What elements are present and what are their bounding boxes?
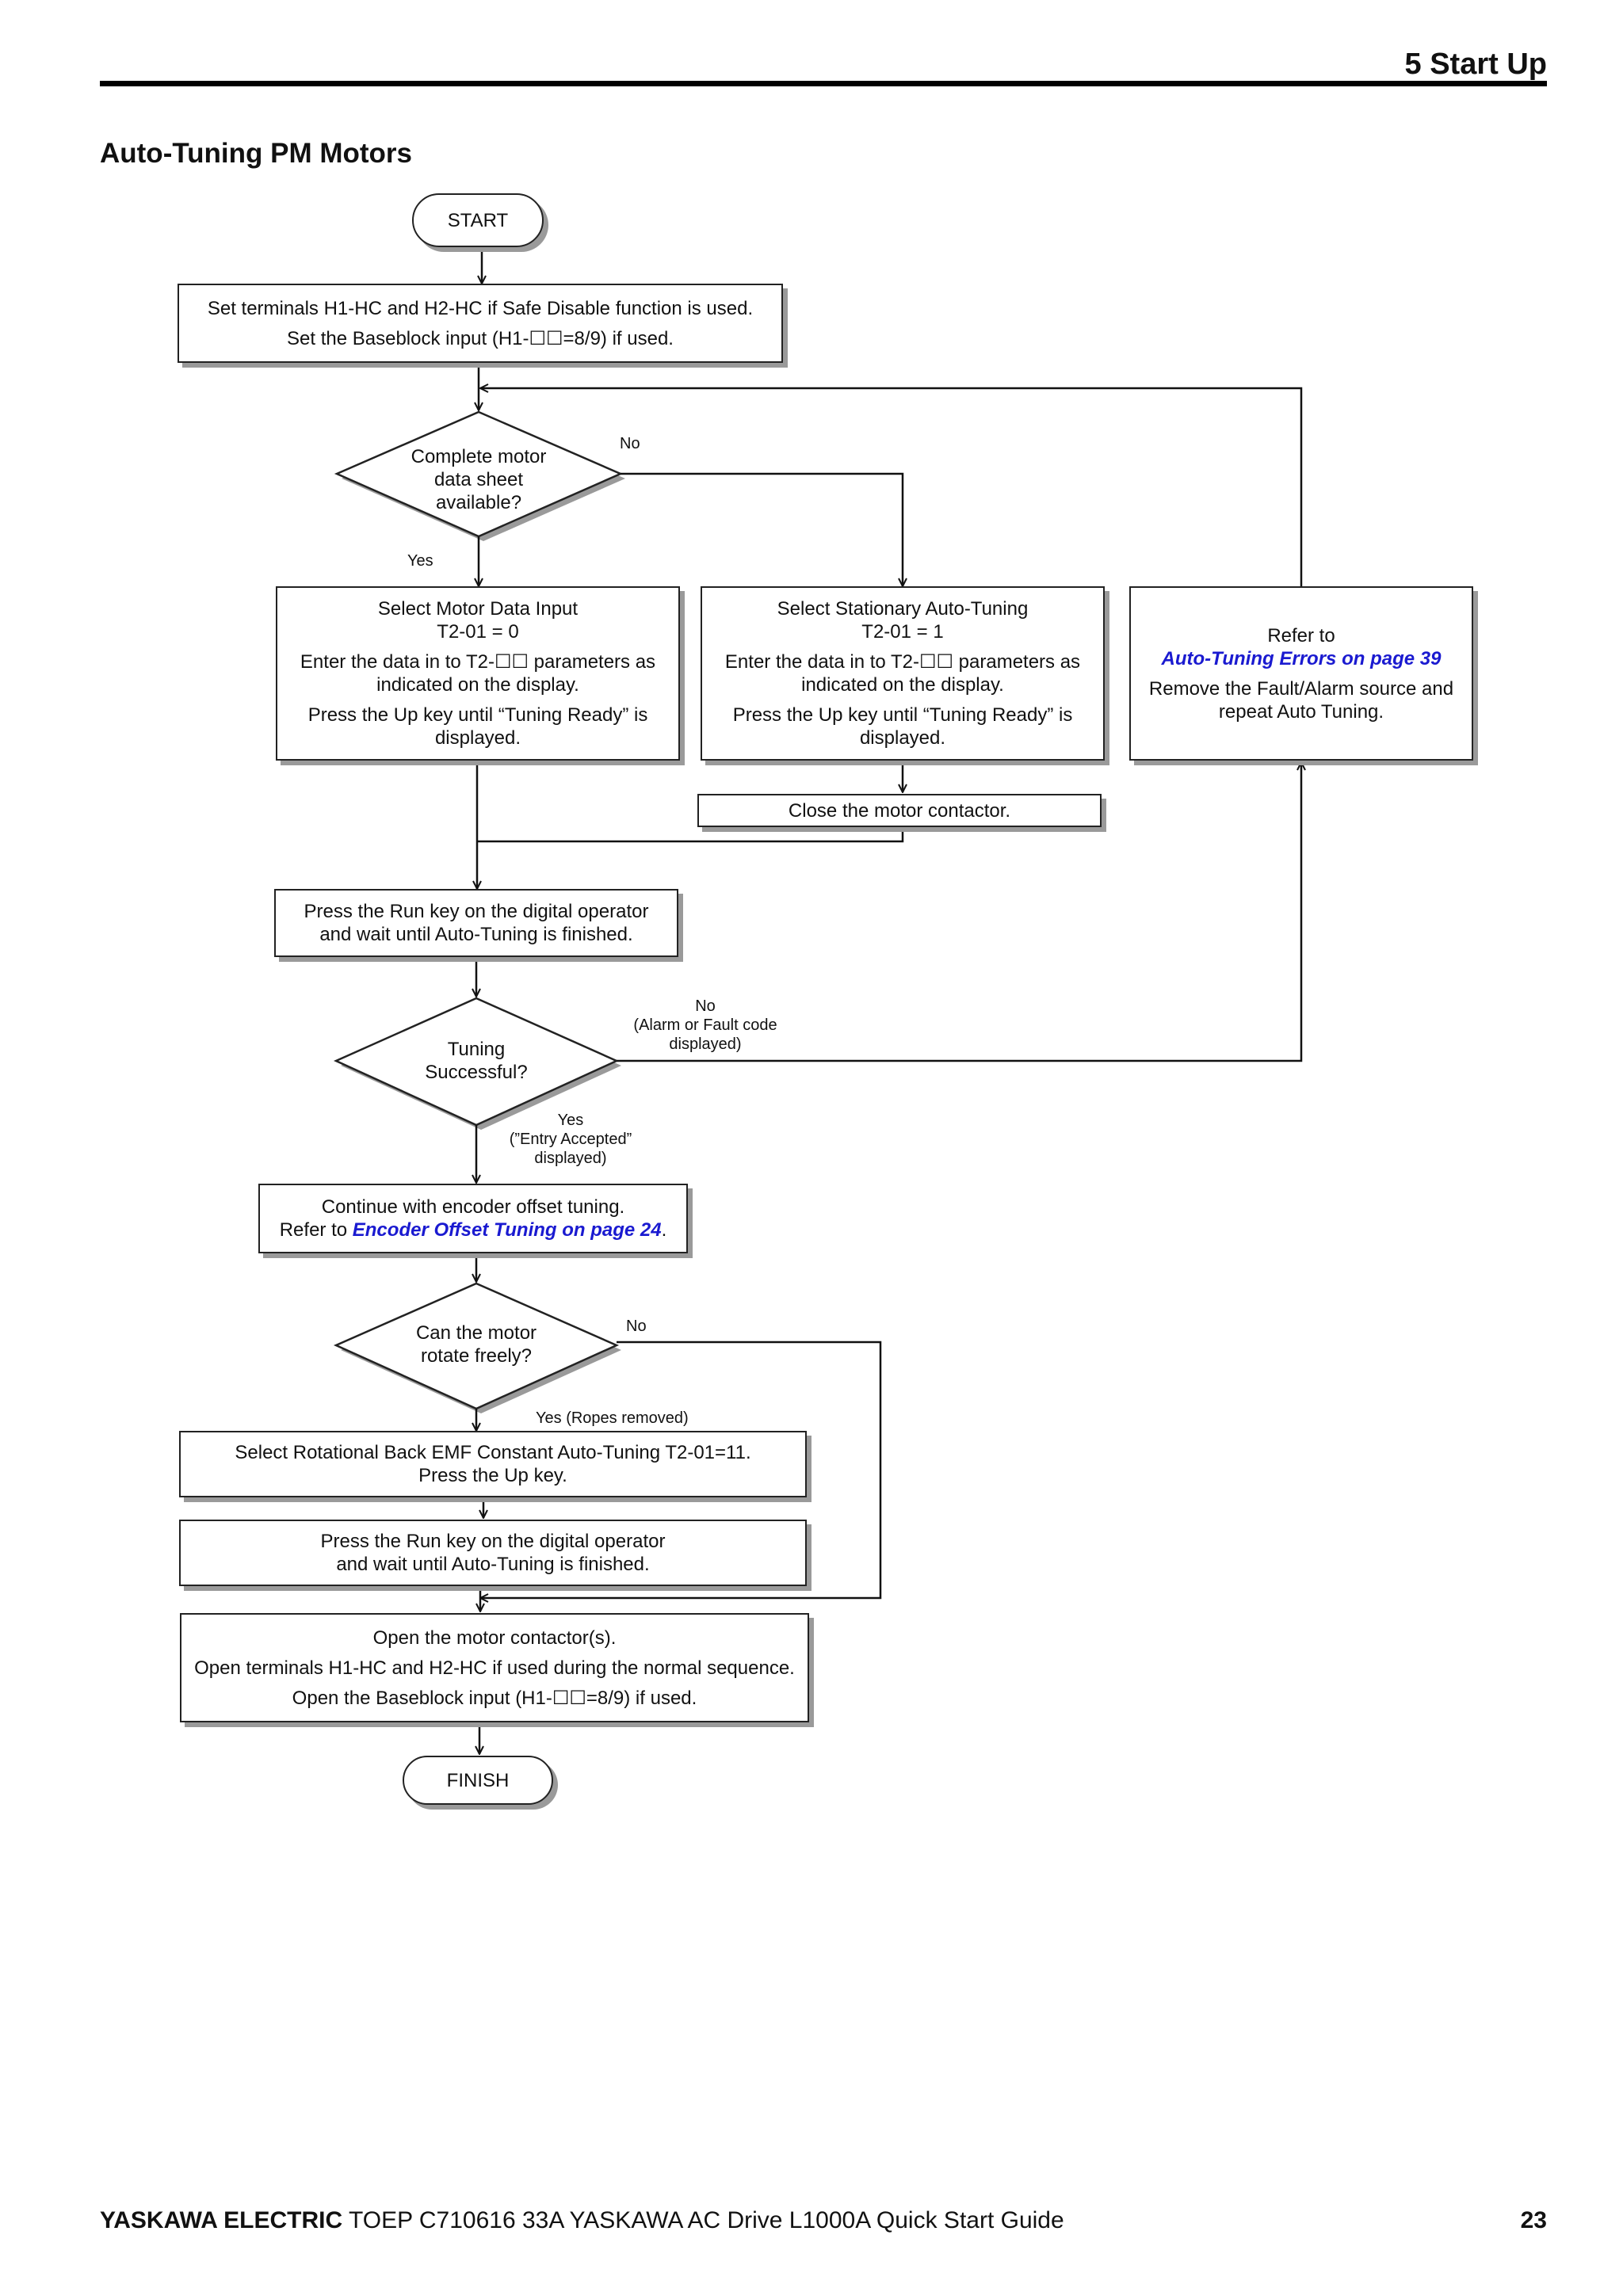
label-text: (Alarm or Fault code	[633, 1016, 777, 1034]
decision-text: Complete motor	[411, 446, 547, 467]
decision-text: rotate freely?	[420, 1345, 533, 1367]
step-text: T2-01 = 1	[861, 621, 944, 643]
section-title: Auto-Tuning PM Motors	[100, 138, 412, 169]
loop-back-arrow	[480, 388, 1303, 588]
step-text: Remove the Fault/Alarm source and	[1148, 677, 1454, 700]
refer-errors-box: Refer to Auto-Tuning Errors on page 39 R…	[1129, 586, 1473, 761]
decision-text: Can the motor	[415, 1322, 537, 1344]
start-label: START	[447, 209, 509, 231]
chapter-heading: 5 Start Up	[1404, 48, 1547, 81]
step-text: and wait until Auto-Tuning is finished.	[336, 1554, 650, 1575]
step-text: indicated on the display.	[801, 674, 1004, 696]
step-text: Open terminals H1-HC and H2-HC if used d…	[194, 1657, 795, 1679]
finish-terminal: FINISH	[403, 1756, 553, 1805]
step-text: Refer to	[279, 1219, 353, 1241]
step-text: Press the Up key until “Tuning Ready” is	[307, 704, 648, 726]
open-contactor-box: Open the motor contactor(s). Open termin…	[180, 1613, 809, 1722]
step-text: Press the Run key on the digital operato…	[320, 1531, 666, 1552]
page-number: 23	[1520, 2207, 1547, 2233]
start-terminal: START	[412, 193, 544, 247]
step-terminals-baseblock: Set terminals H1-HC and H2-HC if Safe Di…	[178, 284, 783, 363]
no-arrow-skip	[480, 1341, 882, 1598]
footer: YASKAWA ELECTRIC TOEP C710616 33A YASKAW…	[100, 2207, 1064, 2234]
label-text: Yes	[536, 1409, 562, 1427]
step-text: .	[661, 1219, 667, 1241]
decision-text: available?	[435, 492, 522, 513]
encoder-offset-box: Continue with encoder offset tuning. Ref…	[258, 1184, 688, 1253]
step-text: Set terminals H1-HC and H2-HC if Safe Di…	[207, 297, 754, 319]
header-rule	[100, 81, 1547, 86]
stationary-autotuning-box: Select Stationary Auto-Tuning T2-01 = 1 …	[701, 586, 1105, 761]
motor-data-input-box: Select Motor Data Input T2-01 = 0 Enter …	[276, 586, 680, 761]
step-text: T2-01 = 0	[437, 621, 519, 643]
no-arrow	[621, 472, 903, 586]
step-text: Open the Baseblock input (H1-☐☐=8/9) if …	[292, 1687, 697, 1709]
step-text: Enter the data in to T2-☐☐ parameters as	[724, 651, 1081, 673]
decision-tuning: Tuning Successful?	[373, 1038, 579, 1084]
no-arrow-to-errors	[617, 762, 1301, 1062]
footer-brand: YASKAWA ELECTRIC	[100, 2207, 343, 2233]
step-text: Set the Baseblock input (H1-☐☐=8/9) if u…	[287, 327, 674, 349]
step-text: repeat Auto Tuning.	[1218, 700, 1384, 723]
label-text: displayed)	[534, 1150, 607, 1167]
step-text: displayed.	[434, 727, 521, 749]
step-text: Press the Run key on the digital operato…	[304, 901, 649, 922]
label-text: (”Entry Accepted”	[509, 1131, 632, 1148]
step-text: displayed.	[859, 727, 946, 749]
step-text: Close the motor contactor.	[788, 799, 1011, 822]
decision-datasheet: Complete motor data sheet available?	[368, 445, 590, 514]
run-key-box-2: Press the Run key on the digital operato…	[179, 1520, 807, 1586]
step-text: Select Rotational Back EMF Constant Auto…	[235, 1442, 751, 1463]
step-text: Open the motor contactor(s).	[372, 1627, 617, 1649]
no-label: No	[620, 435, 640, 452]
yes-label: Yes	[407, 552, 433, 570]
finish-label: FINISH	[446, 1769, 510, 1791]
label-text: No	[695, 997, 716, 1015]
step-text: Press the Up key until “Tuning Ready” is	[732, 704, 1073, 726]
yes-label: Yes (Ropes removed)	[536, 1409, 689, 1428]
encoder-offset-link[interactable]: Encoder Offset Tuning on page 24	[352, 1219, 662, 1241]
decision-text: Tuning	[447, 1039, 506, 1060]
decision-rotate: Can the motor rotate freely?	[373, 1322, 579, 1367]
step-text: Enter the data in to T2-☐☐ parameters as	[300, 651, 656, 673]
auto-tuning-errors-link[interactable]: Auto-Tuning Errors on page 39	[1161, 647, 1442, 669]
step-text: Refer to	[1267, 624, 1335, 646]
step-text: Select Stationary Auto-Tuning	[777, 598, 1029, 620]
yes-label: Yes (”Entry Accepted” displayed)	[491, 1111, 650, 1168]
run-key-box-1: Press the Run key on the digital operato…	[274, 889, 678, 957]
decision-text: data sheet	[433, 469, 524, 490]
merge-line	[477, 828, 904, 843]
step-text: Press the Up key.	[418, 1465, 567, 1486]
close-contactor-box: Close the motor contactor.	[697, 794, 1102, 827]
label-text: displayed)	[669, 1035, 742, 1053]
footer-doc-title: TOEP C710616 33A YASKAWA AC Drive L1000A…	[342, 2207, 1064, 2233]
no-label: No	[626, 1318, 647, 1335]
step-text: indicated on the display.	[376, 674, 579, 696]
step-text: Continue with encoder offset tuning.	[321, 1196, 625, 1218]
decision-text: Successful?	[425, 1062, 528, 1083]
step-text: Select Motor Data Input	[377, 598, 579, 620]
no-label: No (Alarm or Fault code displayed)	[618, 997, 792, 1054]
label-text: (Ropes removed)	[566, 1409, 689, 1427]
step-text: and wait until Auto-Tuning is finished.	[319, 924, 633, 945]
label-text: Yes	[557, 1112, 584, 1129]
rotational-emf-box: Select Rotational Back EMF Constant Auto…	[179, 1431, 807, 1497]
